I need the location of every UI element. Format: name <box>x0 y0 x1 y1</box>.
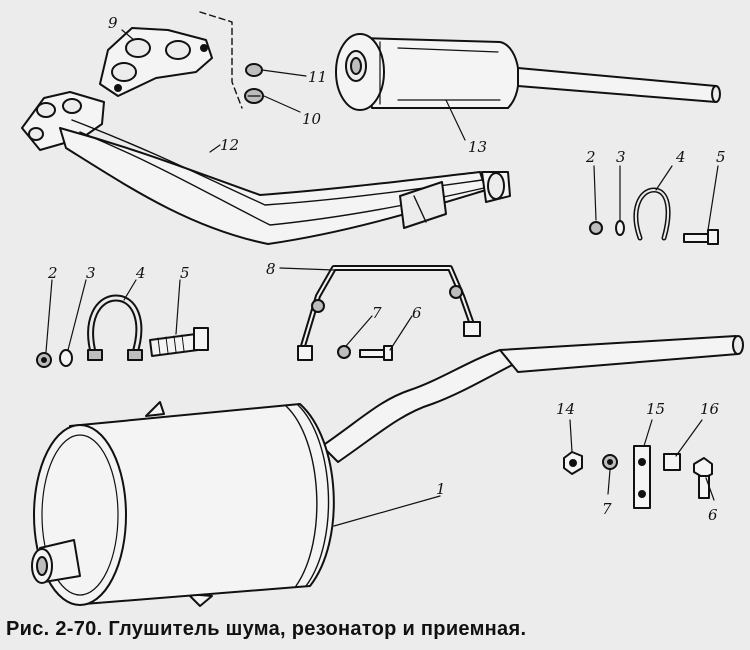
callout-10: 10 <box>302 110 322 128</box>
callout-2-left: 2 <box>47 264 58 282</box>
callout-3-right: 3 <box>616 148 626 166</box>
callout-3-left: 3 <box>86 264 96 282</box>
callout-7-fastener: 7 <box>602 500 612 518</box>
callout-6-fastener: 6 <box>708 506 718 524</box>
left-clamp-group <box>36 294 209 368</box>
callout-4-right: 4 <box>675 148 686 166</box>
muffler-part <box>31 335 744 607</box>
callout-12: 12 <box>220 136 239 154</box>
callout-7-bracket: 7 <box>372 304 382 322</box>
resonator-part <box>335 33 721 111</box>
front-pipe-part <box>21 91 511 245</box>
hanger-bracket-part <box>297 265 481 361</box>
exhaust-diagram: 9 11 10 12 13 2 3 4 5 2 3 4 5 8 7 6 1 14… <box>21 11 744 607</box>
right-clamp-group <box>589 187 719 245</box>
callout-13: 13 <box>468 138 487 156</box>
callout-16: 16 <box>700 400 720 418</box>
callout-14: 14 <box>556 400 575 418</box>
callout-4-left: 4 <box>135 264 146 282</box>
callout-numbers: 9 11 10 12 13 2 3 4 5 2 3 4 5 8 7 6 1 14… <box>47 14 726 524</box>
callout-5-left: 5 <box>180 264 190 282</box>
callout-2-right: 2 <box>585 148 596 166</box>
nut-part <box>244 63 264 104</box>
figure-caption: Рис. 2-70. Глушитель шума, резонатор и п… <box>6 618 527 640</box>
callout-11: 11 <box>308 68 327 86</box>
callout-1: 1 <box>436 480 446 498</box>
callout-9: 9 <box>108 14 118 32</box>
gasket-part <box>99 27 213 97</box>
callout-5-right: 5 <box>716 148 726 166</box>
right-fastener-group <box>563 445 713 509</box>
callout-15: 15 <box>646 400 665 418</box>
callout-6-bracket: 6 <box>412 304 422 322</box>
leader-lines <box>45 29 719 527</box>
callout-8: 8 <box>266 260 276 278</box>
